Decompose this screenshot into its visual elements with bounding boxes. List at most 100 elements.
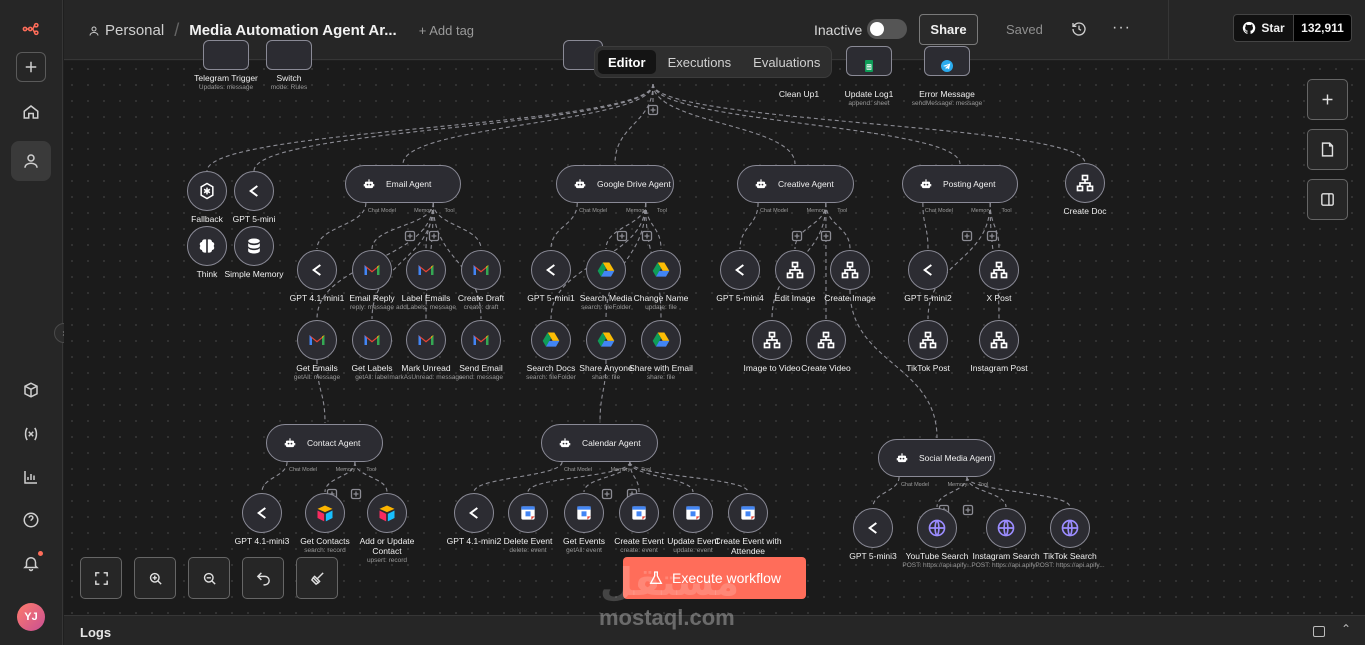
airtable-icon[interactable] xyxy=(305,493,345,533)
node-label: Get Events xyxy=(562,536,606,546)
chevron-up-icon[interactable]: ⌃ xyxy=(1340,622,1351,636)
add-node-button[interactable] xyxy=(1307,79,1348,120)
model-icon[interactable] xyxy=(720,250,760,290)
node-label: Error Message xyxy=(919,89,975,99)
workflow-name[interactable]: Media Automation Agent Ar... xyxy=(189,22,397,39)
toggle-panel-button[interactable] xyxy=(1307,179,1348,220)
gmail-icon[interactable] xyxy=(297,320,337,360)
tool-icon[interactable] xyxy=(908,320,948,360)
watermark-latin: mostaql.com xyxy=(599,605,735,630)
agent-node-google-drive-agent[interactable]: Google Drive Agent xyxy=(556,165,674,203)
undo-button[interactable] xyxy=(242,557,284,599)
tab-executions[interactable]: Executions xyxy=(667,54,732,70)
logs-panel-bar[interactable]: Logs ⌃ xyxy=(64,615,1365,645)
drive-icon[interactable] xyxy=(531,320,571,360)
node-subtitle: search: fileFolder xyxy=(526,374,576,381)
share-button[interactable]: Share xyxy=(919,14,978,45)
tool-icon[interactable] xyxy=(752,320,792,360)
drive-icon[interactable] xyxy=(641,250,681,290)
tidy-up-button[interactable] xyxy=(296,557,338,599)
drive-icon[interactable] xyxy=(641,320,681,360)
agent-node-creative-agent[interactable]: Creative Agent xyxy=(737,165,854,203)
agent-node-email-agent[interactable]: Email Agent xyxy=(345,165,461,203)
agent-node-calendar-agent[interactable]: Calendar Agent xyxy=(541,424,658,462)
node-label: Get Contacts xyxy=(300,536,350,546)
tool-icon[interactable] xyxy=(806,320,846,360)
model-icon[interactable] xyxy=(454,493,494,533)
github-star-button[interactable]: Star xyxy=(1233,14,1294,42)
gmail-icon[interactable] xyxy=(352,320,392,360)
breadcrumb-project[interactable]: Personal xyxy=(88,22,164,39)
calendar-icon[interactable] xyxy=(508,493,548,533)
brain-icon[interactable] xyxy=(187,226,227,266)
tool-icon[interactable] xyxy=(830,250,870,290)
sticky-note-icon xyxy=(1321,142,1334,157)
insights-chart-icon[interactable] xyxy=(11,457,51,497)
activate-toggle[interactable] xyxy=(867,19,907,39)
add-tag-button[interactable]: + Add tag xyxy=(418,23,475,38)
zoom-in-button[interactable] xyxy=(134,557,176,599)
agent-node-social-media-agent[interactable]: Social Media Agent xyxy=(878,439,995,477)
globe-icon[interactable] xyxy=(1050,508,1090,548)
github-star-count[interactable]: 132,911 xyxy=(1294,14,1352,42)
calendar-icon[interactable] xyxy=(728,493,768,533)
drive-icon[interactable] xyxy=(586,320,626,360)
gmail-icon[interactable] xyxy=(406,320,446,360)
robot-icon xyxy=(919,177,933,191)
templates-box-icon[interactable] xyxy=(11,370,51,410)
node-sub-telegram-trigger: Updates: message xyxy=(198,84,254,91)
tool-icon[interactable] xyxy=(775,250,815,290)
tool-icon[interactable] xyxy=(1065,163,1105,203)
home-icon[interactable] xyxy=(11,92,51,132)
openai-icon[interactable] xyxy=(187,171,227,211)
agent-port-label: Chat Model xyxy=(288,467,318,473)
tool-icon[interactable] xyxy=(979,250,1019,290)
model-icon[interactable] xyxy=(853,508,893,548)
add-new-icon[interactable] xyxy=(16,52,46,82)
gmail-icon[interactable] xyxy=(461,250,501,290)
globe-icon[interactable] xyxy=(917,508,957,548)
drive-icon[interactable] xyxy=(586,250,626,290)
agent-port-label: Memory xyxy=(806,208,827,214)
globe-icon[interactable] xyxy=(986,508,1026,548)
more-options-icon[interactable]: ··· xyxy=(1112,19,1131,36)
agent-node-contact-agent[interactable]: Contact Agent xyxy=(266,424,383,462)
help-icon[interactable] xyxy=(11,500,51,540)
n8n-logo-icon[interactable] xyxy=(11,9,51,49)
gmail-icon[interactable] xyxy=(352,250,392,290)
tab-evaluations[interactable]: Evaluations xyxy=(753,54,821,70)
calendar-icon[interactable] xyxy=(564,493,604,533)
airtable-icon[interactable] xyxy=(367,493,407,533)
telegram-icon xyxy=(939,58,955,74)
personal-user-icon[interactable] xyxy=(11,141,51,181)
calendar-icon[interactable] xyxy=(673,493,713,533)
workflow-status-label: Inactive xyxy=(814,22,863,38)
execute-workflow-button[interactable]: Execute workflow xyxy=(623,557,806,599)
notifications-bell-icon[interactable] xyxy=(11,543,51,583)
agent-node-posting-agent[interactable]: Posting Agent xyxy=(902,165,1018,203)
agent-port-label: Memory xyxy=(414,208,434,214)
user-avatar[interactable]: YJ xyxy=(17,603,45,631)
gmail-icon[interactable] xyxy=(461,320,501,360)
zoom-out-button[interactable] xyxy=(188,557,230,599)
tab-editor[interactable]: Editor xyxy=(598,50,656,74)
model-icon[interactable] xyxy=(297,250,337,290)
switch-node-box[interactable] xyxy=(266,40,312,70)
variables-icon[interactable] xyxy=(11,414,51,454)
calendar-icon[interactable] xyxy=(619,493,659,533)
model-icon[interactable] xyxy=(234,171,274,211)
gmail-icon[interactable] xyxy=(406,250,446,290)
telegram-trigger-node-box[interactable] xyxy=(203,40,249,70)
tool-icon[interactable] xyxy=(979,320,1019,360)
model-icon[interactable] xyxy=(531,250,571,290)
zoom-in-icon xyxy=(149,572,162,585)
model-icon[interactable] xyxy=(908,250,948,290)
pop-out-icon[interactable] xyxy=(1313,626,1325,637)
db-icon[interactable] xyxy=(234,226,274,266)
fit-view-button[interactable] xyxy=(80,557,122,599)
node-subtitle: update: event xyxy=(673,547,713,554)
history-icon[interactable] xyxy=(1071,21,1087,37)
model-icon[interactable] xyxy=(242,493,282,533)
sheets-icon xyxy=(861,58,877,74)
sticky-note-button[interactable] xyxy=(1307,129,1348,170)
